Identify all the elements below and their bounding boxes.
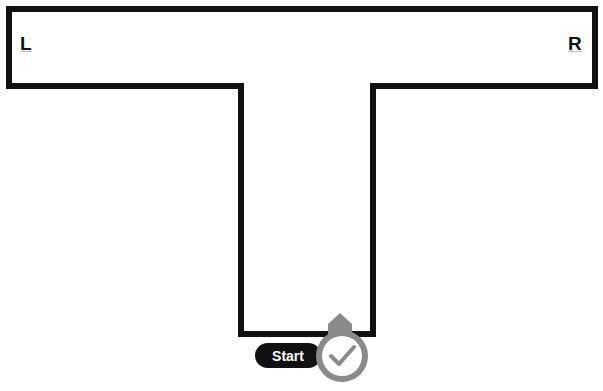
arm-label: R xyxy=(568,33,582,55)
maze-wall xyxy=(9,9,595,334)
arm-label: L xyxy=(20,33,32,55)
maze-outline xyxy=(0,0,603,345)
check-disc xyxy=(322,336,362,376)
start-pointer xyxy=(328,313,352,335)
check-ring xyxy=(316,330,368,382)
check-mark xyxy=(331,347,354,364)
t-maze: LR xyxy=(0,0,603,345)
start-button: Start xyxy=(255,343,321,368)
button-label: Start xyxy=(272,348,304,364)
